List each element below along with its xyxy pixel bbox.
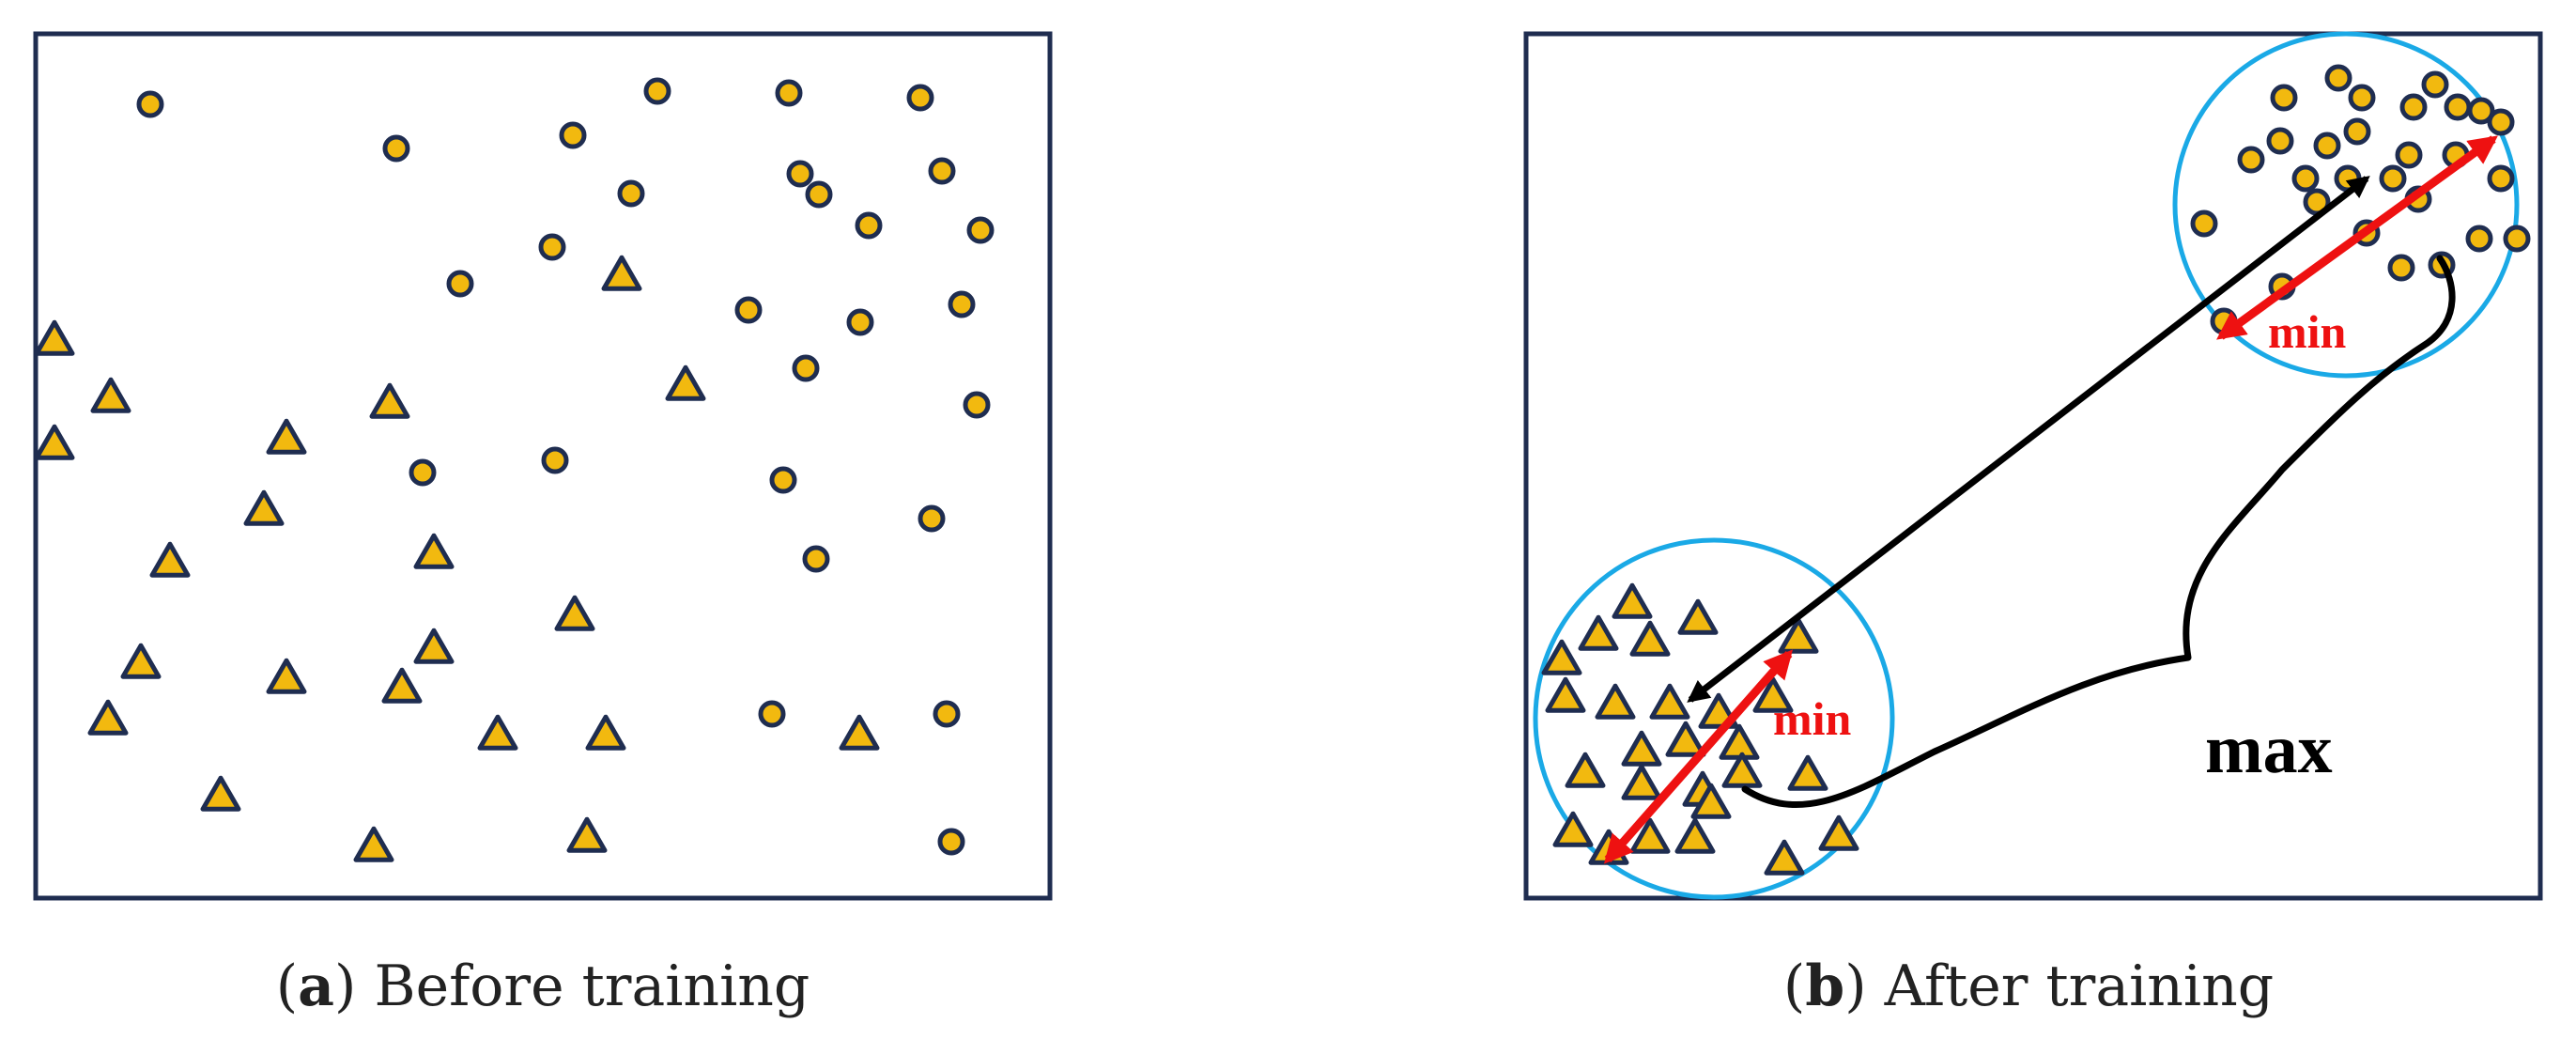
circle-marker <box>937 828 965 856</box>
circle-marker <box>409 458 437 487</box>
caption-b: (b) After training <box>1783 954 2274 1019</box>
circle-marker <box>2444 93 2472 121</box>
triangle-marker <box>413 533 455 569</box>
circle-marker <box>948 290 976 318</box>
caption-b-letter: b <box>1805 954 1844 1019</box>
triangle-marker <box>243 489 285 526</box>
circle-marker <box>963 391 991 419</box>
circle-marker <box>769 466 797 494</box>
triangle-marker <box>34 319 75 356</box>
caption-a: (a) Before training <box>276 954 810 1019</box>
circle-marker <box>2313 132 2341 160</box>
circle-marker <box>559 121 587 149</box>
circle-marker <box>382 134 410 163</box>
triangle-marker <box>1541 639 1582 675</box>
circle-marker <box>2465 225 2493 253</box>
circle-marker <box>2266 127 2294 155</box>
triangle-marker <box>601 255 642 291</box>
triangle-marker <box>1565 752 1606 788</box>
circle-marker <box>2387 254 2415 282</box>
caption-a-letter: a <box>298 954 334 1019</box>
triangle-marker <box>266 658 307 694</box>
caption-a-text: Before training <box>374 954 810 1019</box>
circle-marker <box>855 211 883 240</box>
triangle-marker <box>200 775 241 812</box>
triangle-marker <box>554 595 595 631</box>
max-label: max <box>2205 711 2333 788</box>
triangle-marker <box>1545 676 1586 713</box>
triangle-marker <box>120 643 162 679</box>
triangle-marker <box>369 382 410 419</box>
circle-marker <box>792 354 820 382</box>
triangle-marker <box>34 424 75 460</box>
circle-marker <box>2399 93 2428 121</box>
min-label-triangle-cluster: min <box>1773 692 1852 745</box>
circle-marker <box>2324 64 2352 92</box>
panel-a-markers <box>34 77 995 862</box>
circle-marker <box>643 77 671 105</box>
max-arrow <box>1687 176 2370 703</box>
circle-marker <box>966 216 995 244</box>
circle-marker <box>918 504 946 533</box>
triangle-marker <box>1787 754 1828 791</box>
caption-b-text: After training <box>1884 954 2275 1019</box>
circle-marker <box>928 157 956 185</box>
triangle-marker <box>353 826 394 862</box>
circle-marker <box>805 180 833 209</box>
circle-marker <box>906 84 934 112</box>
circle-marker <box>2237 146 2265 174</box>
circle-marker <box>846 308 874 336</box>
circle-marker <box>2487 108 2515 136</box>
circle-marker <box>2291 164 2320 193</box>
circle-marker <box>2395 141 2423 169</box>
circle-marker <box>734 296 763 324</box>
circle-marker <box>933 700 961 728</box>
triangle-marker <box>665 364 706 401</box>
circle-marker <box>541 446 569 474</box>
triangle-marker <box>585 714 626 751</box>
panel-b-frame <box>1523 31 2543 901</box>
circle-marker <box>2379 164 2407 193</box>
triangle-marker <box>477 714 518 751</box>
triangle-marker <box>1818 814 1859 851</box>
triangle-marker <box>413 628 455 664</box>
circle-marker <box>538 233 566 261</box>
panel-b: min min max <box>1523 31 2543 901</box>
max-brace <box>1741 255 2456 809</box>
triangle-marker <box>566 816 608 853</box>
circle-marker <box>2503 225 2531 253</box>
triangle-marker <box>1578 614 1619 651</box>
triangle-marker <box>1612 582 1653 619</box>
triangle-marker <box>90 377 131 413</box>
panel-a <box>33 31 1053 901</box>
triangle-marker <box>1552 811 1594 847</box>
circle-marker <box>2343 117 2371 146</box>
min-label-circle-cluster: min <box>2268 305 2347 358</box>
circle-marker <box>136 90 164 118</box>
circle-marker <box>2270 84 2298 112</box>
circle-marker <box>2421 70 2449 99</box>
circle-marker <box>446 270 474 298</box>
circle-marker <box>2467 97 2495 125</box>
circle-marker <box>2487 164 2515 193</box>
circle-marker <box>2348 84 2376 112</box>
circle-marker <box>758 700 786 728</box>
triangle-marker <box>149 541 191 578</box>
circle-marker <box>802 545 830 573</box>
triangle-marker <box>266 418 307 455</box>
triangle-marker <box>87 699 129 736</box>
circle-marker <box>775 79 803 107</box>
circle-marker <box>786 160 814 188</box>
circle-marker <box>617 179 645 208</box>
triangle-marker <box>381 667 423 704</box>
triangle-marker <box>839 714 880 751</box>
circle-marker <box>2190 209 2218 238</box>
